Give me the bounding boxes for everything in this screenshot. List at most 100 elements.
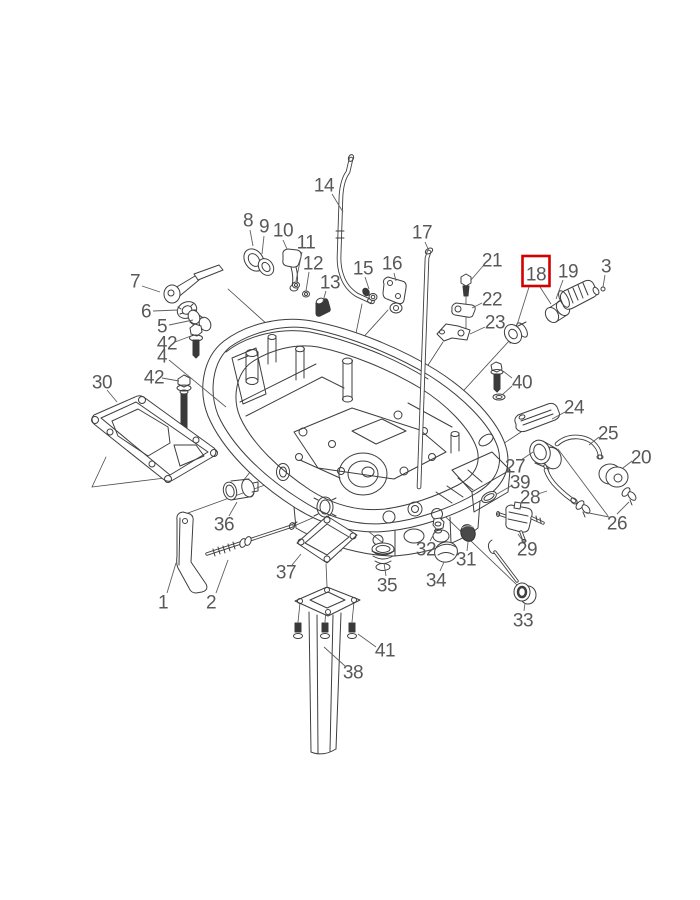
callout-18-11: 18 (516, 254, 552, 326)
callout-40-23: 40 (501, 370, 533, 396)
part-31-cap (460, 524, 476, 542)
leader-line-27 (520, 451, 534, 461)
callout-13-6: 13 (320, 273, 341, 302)
callout-label-31: 31 (456, 550, 476, 571)
callout-label-33: 33 (513, 611, 533, 632)
leader-line-19 (555, 279, 564, 300)
callout-label-20: 20 (631, 448, 651, 469)
callout-label-40: 40 (512, 373, 532, 394)
leader-line-31 (466, 541, 469, 552)
leader-line-26 (583, 511, 610, 518)
callout-37-38: 37 (276, 553, 302, 584)
leader-line-18 (539, 286, 552, 305)
callout-36-37: 36 (214, 501, 238, 536)
callout-19-12: 19 (555, 262, 579, 300)
leader-line-35 (383, 562, 387, 577)
part-32-nut (432, 517, 445, 534)
leader-line-7 (141, 285, 161, 293)
callout-42-19: 42 (157, 334, 192, 355)
leader-line-9 (261, 235, 265, 255)
callout-label-34: 34 (426, 571, 447, 592)
callout-27-27: 27 (505, 451, 534, 478)
callout-label-2: 2 (206, 593, 216, 614)
leader-line-21 (470, 265, 484, 281)
callout-label-36: 36 (214, 515, 234, 536)
callout-label-30: 30 (92, 373, 112, 394)
highlight-box-18 (521, 254, 551, 288)
leader-line-22 (471, 302, 483, 309)
leader-line-23 (469, 326, 486, 335)
leader-line-40 (501, 385, 513, 396)
callout-12-5: 12 (303, 254, 324, 292)
leader-line-33 (523, 602, 526, 612)
part-16-bracket (382, 276, 407, 314)
callout-11-4: 11 (295, 233, 316, 282)
leader-line-11 (295, 251, 303, 282)
callout-16-8: 16 (382, 254, 403, 282)
leader-line-10 (282, 239, 288, 250)
callout-29-31: 29 (517, 533, 538, 561)
callout-31-32: 31 (456, 541, 477, 571)
callout-label-24: 24 (564, 398, 585, 419)
part-27-cap-elbow (529, 439, 562, 475)
leader-line-15 (364, 276, 370, 290)
part-7-clamp-lever (163, 264, 224, 304)
leader-line-4 (168, 359, 227, 408)
callout-label-15: 15 (353, 259, 373, 280)
callout-33-35: 33 (513, 602, 534, 632)
leader-line-13 (322, 290, 327, 302)
leader-line-3 (602, 274, 606, 288)
callout-label-39: 39 (510, 473, 530, 494)
callout-20-26: 20 (622, 448, 652, 469)
callout-28-29: 28 (520, 488, 548, 509)
leader-line-37 (291, 553, 302, 566)
leader-line-12 (305, 271, 310, 292)
part-37-gasket (296, 515, 358, 564)
callout-6-17: 6 (141, 302, 179, 323)
callout-39-28: 39 (496, 473, 531, 495)
part-12-ring (302, 290, 310, 298)
leader-line-26 (557, 448, 609, 517)
callout-30-22: 30 (92, 373, 118, 403)
leader-line-18 (516, 286, 530, 326)
callout-label-17: 17 (412, 223, 432, 244)
callout-label-42: 42 (144, 368, 164, 389)
callout-label-37: 37 (276, 563, 296, 584)
leader-line-34 (439, 561, 445, 572)
callout-label-32: 32 (416, 540, 436, 561)
leader-line-36 (228, 501, 238, 517)
part-2-clamp-shaft (205, 521, 298, 557)
callout-label-6: 6 (141, 302, 151, 323)
callout-label-38: 38 (343, 663, 363, 684)
part-9-ring (257, 258, 275, 276)
leader-line-30 (106, 389, 118, 403)
callout-label-8: 8 (243, 211, 253, 232)
part-36-knob (222, 478, 259, 501)
callout-23-15: 23 (469, 313, 506, 335)
leader-line-32 (429, 529, 437, 542)
leader-line-16 (393, 272, 397, 282)
callout-42-21: 42 (144, 368, 180, 389)
part-33-drain-knob (487, 539, 537, 605)
callout-label-28: 28 (520, 488, 540, 509)
callout-label-21: 21 (482, 251, 502, 272)
part-42a-bolt (189, 323, 203, 359)
leader-line-38 (323, 646, 346, 667)
leader-line-17 (424, 241, 430, 252)
leader-line-39 (496, 485, 512, 495)
callout-label-22: 22 (482, 290, 502, 311)
part-40-bolt (490, 361, 506, 401)
part-23-bracket (436, 323, 471, 342)
part-38-exhaust-tube (294, 586, 361, 755)
callout-label-7: 7 (130, 272, 140, 293)
callout-label-26: 26 (607, 514, 627, 535)
callout-label-1: 1 (158, 593, 168, 614)
callout-label-11: 11 (297, 233, 316, 254)
callout-label-9: 9 (259, 217, 269, 238)
callout-9-2: 9 (259, 217, 270, 255)
callout-label-19: 19 (558, 262, 578, 283)
part-13-pin (315, 297, 331, 317)
leader-line-20 (622, 460, 633, 469)
